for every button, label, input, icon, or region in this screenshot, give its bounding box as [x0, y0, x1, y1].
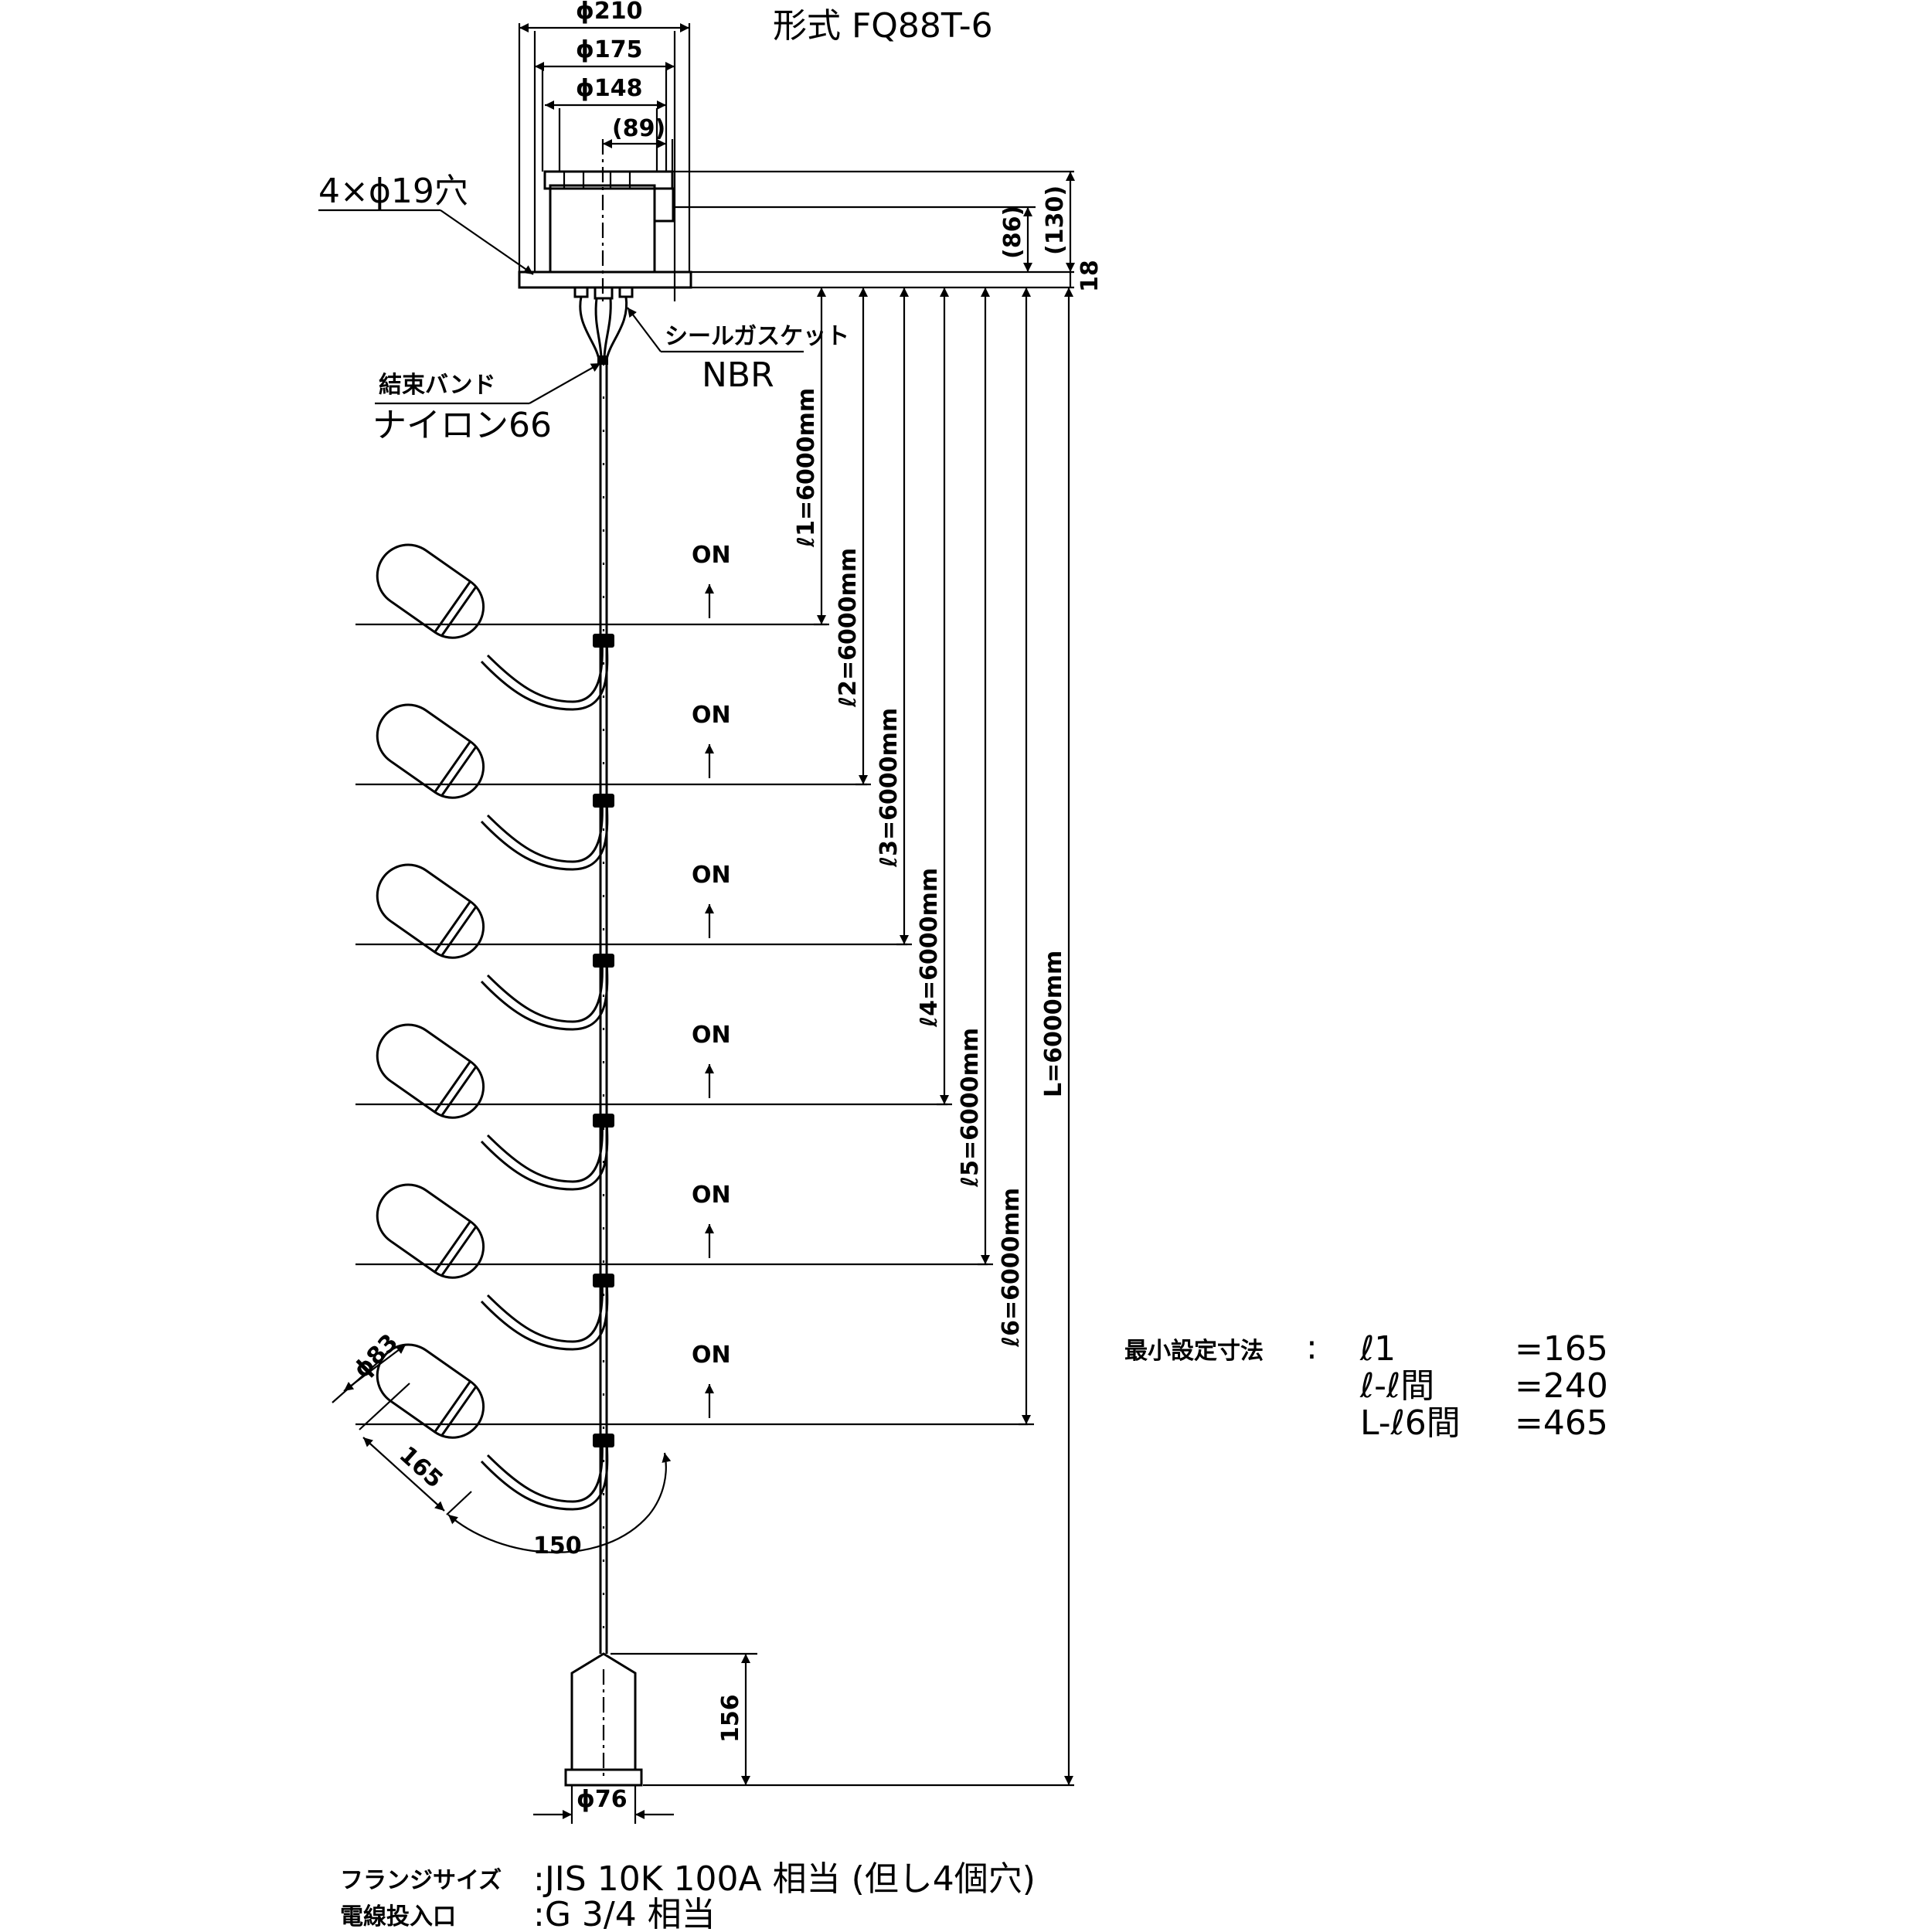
float-body: [376, 1343, 614, 1511]
dim-d89: (89): [612, 115, 665, 142]
min-row-1-label: ℓ1: [1359, 1329, 1396, 1369]
weight-height: 156: [717, 1694, 744, 1743]
float-length: 165: [394, 1441, 448, 1494]
float-2: ON: [355, 702, 867, 871]
on-label: ON: [692, 1342, 731, 1369]
flange-head: [518, 31, 692, 365]
length-label: L=6000mm: [1040, 951, 1067, 1097]
float-3: ON: [355, 862, 907, 1031]
specs: フランジサイズ :JIS 10K 100A 相当 (但し4個穴) 電線投入口 :…: [340, 1859, 1036, 1932]
length-label: ℓ5=6000mm: [957, 1028, 984, 1188]
length-label: ℓ1=6000mm: [793, 388, 820, 548]
dim-d210: ϕ210: [576, 0, 643, 25]
float-6: ON: [355, 1342, 1028, 1511]
float-body: [376, 863, 614, 1031]
callouts: 4×ϕ19穴 シールガスケット NBR 結束バンド ナイロン66: [318, 172, 849, 445]
length-dim-3: ℓ3=6000mm: [876, 287, 912, 946]
spec-2-value: :G 3/4 相当: [533, 1895, 716, 1932]
float-body: [376, 1183, 614, 1351]
length-dim-2: ℓ2=6000mm: [835, 287, 871, 786]
min-row-3-value: =465: [1515, 1403, 1608, 1443]
length-label: ℓ3=6000mm: [876, 708, 903, 868]
floats: ON ON ON ON ON ON: [355, 542, 1028, 1511]
spec-1-value: :JIS 10K 100A 相当 (但し4個穴): [533, 1859, 1036, 1899]
length-dimensions: ℓ1=6000mm ℓ2=6000mm ℓ3=6000mm ℓ4=6000mm ℓ5=6…: [793, 287, 1073, 1785]
head-height-dimensions: (86) (130) 18: [672, 170, 1104, 292]
on-label: ON: [692, 542, 731, 569]
dim-h130: (130): [1042, 185, 1069, 255]
length-label: ℓ2=6000mm: [835, 548, 862, 708]
weight: ϕ76 156: [533, 1652, 1074, 1824]
float-5: ON: [355, 1182, 988, 1351]
min-row-1-value: =165: [1515, 1329, 1608, 1369]
float-1: ON: [355, 542, 827, 711]
weight-diameter: ϕ76: [577, 1786, 628, 1813]
on-label: ON: [692, 862, 731, 889]
min-row-2-value: =240: [1515, 1366, 1608, 1406]
band-material: ナイロン66: [372, 406, 552, 445]
float-body: [376, 543, 614, 711]
dim-d175: ϕ175: [576, 36, 643, 63]
on-label: ON: [692, 702, 731, 729]
gasket-material: NBR: [702, 355, 774, 395]
length-dim-6: ℓ6=6000mm: [998, 287, 1034, 1426]
spec-1-label: フランジサイズ: [340, 1867, 502, 1894]
min-row-3-label: L-ℓ6間: [1360, 1403, 1461, 1443]
flange-dimensions: ϕ210 ϕ175 ϕ148 (89): [518, 0, 691, 272]
band-label: 結束バンド: [379, 372, 496, 399]
float-body: [376, 1023, 614, 1191]
dim-t18: 18: [1077, 260, 1104, 292]
float-dimensions: ϕ83 165 150: [332, 1328, 672, 1560]
on-label: ON: [692, 1022, 731, 1049]
length-dim-7: L=6000mm: [1040, 287, 1073, 1785]
dim-d148: ϕ148: [576, 75, 643, 102]
on-label: ON: [692, 1182, 731, 1209]
min-settings: 最小設定寸法 : ℓ1 =165 ℓ-ℓ間 =240 L-ℓ6間 =465: [1124, 1328, 1608, 1443]
float-body: [376, 703, 614, 871]
dim-h86: (86): [999, 206, 1026, 259]
float-diameter: ϕ83: [349, 1328, 403, 1383]
holes-label: 4×ϕ19穴: [318, 172, 468, 211]
length-label: ℓ4=6000mm: [916, 868, 943, 1028]
float-4: ON: [355, 1022, 947, 1191]
length-dim-5: ℓ5=6000mm: [957, 287, 993, 1266]
min-settings-colon: :: [1306, 1328, 1318, 1367]
length-dim-1: ℓ1=6000mm: [793, 287, 829, 626]
length-dim-4: ℓ4=6000mm: [916, 287, 952, 1106]
spec-2-label: 電線投入口: [340, 1903, 456, 1930]
length-label: ℓ6=6000mm: [998, 1188, 1025, 1348]
min-row-2-label: ℓ-ℓ間: [1359, 1366, 1434, 1406]
float-bend: 150: [533, 1532, 582, 1560]
model-label: 形式 FQ88T-6: [773, 6, 993, 46]
min-settings-title: 最小設定寸法: [1124, 1338, 1264, 1365]
